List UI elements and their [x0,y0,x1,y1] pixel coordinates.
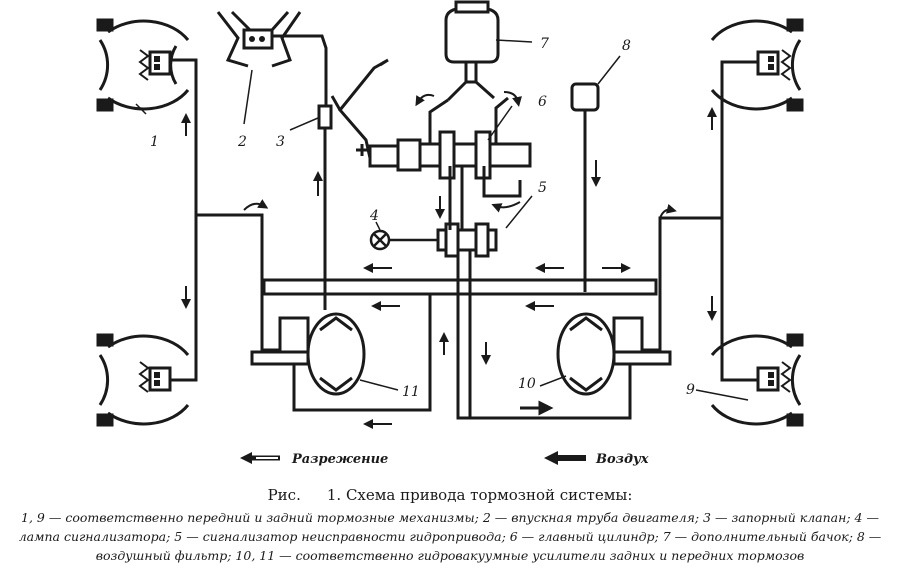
air-filter [570,82,600,292]
warning-lamp [369,229,438,251]
callout-2: 2 [237,134,247,150]
brake-pedal [330,58,389,159]
flow-arrows [181,91,717,429]
rear-right-lower-brake-mechanism [710,333,804,427]
front-left-lower-brake-mechanism [96,333,190,427]
callout-8: 8 [622,38,631,54]
callout-6: 6 [538,94,547,110]
callout-5: 5 [538,180,547,196]
callout-4: 4 [369,208,379,224]
callout-11: 11 [402,384,420,400]
rear-right-upper-brake-mechanism [710,18,804,112]
legend-air: Воздух [544,451,649,467]
left-hydraulic-lines [170,58,282,382]
legend-air-label: Воздух [595,452,649,467]
additional-reservoir [444,0,500,102]
callout-leader-lines [135,39,749,401]
vacuum-manifold-lines [262,278,658,420]
legend-vacuum-label: Разрежение [291,452,388,467]
hydraulic-failure-sensor [436,166,522,420]
caption-title-text: 1. Схема привода тормозной системы: [326,486,633,504]
callout-1: 1 [150,134,159,150]
master-cylinder [368,96,532,180]
callout-9: 9 [686,382,695,398]
right-hydraulic-lines [640,60,758,382]
front-vacuum-booster [250,312,366,396]
intake-pipe [216,10,328,105]
callout-10: 10 [518,376,536,392]
callout-7: 7 [540,36,549,52]
caption-title: Рис. 1. Схема привода тормозной системы: [0,486,900,504]
rear-vacuum-booster [556,312,672,396]
front-left-brake-mechanism [96,18,190,112]
caption-figure-label: Рис. [267,486,301,504]
caption-body: 1, 9 — соответственно передний и задний … [18,510,882,563]
callout-3: 3 [276,134,285,150]
legend-vacuum: Разрежение [240,452,388,467]
